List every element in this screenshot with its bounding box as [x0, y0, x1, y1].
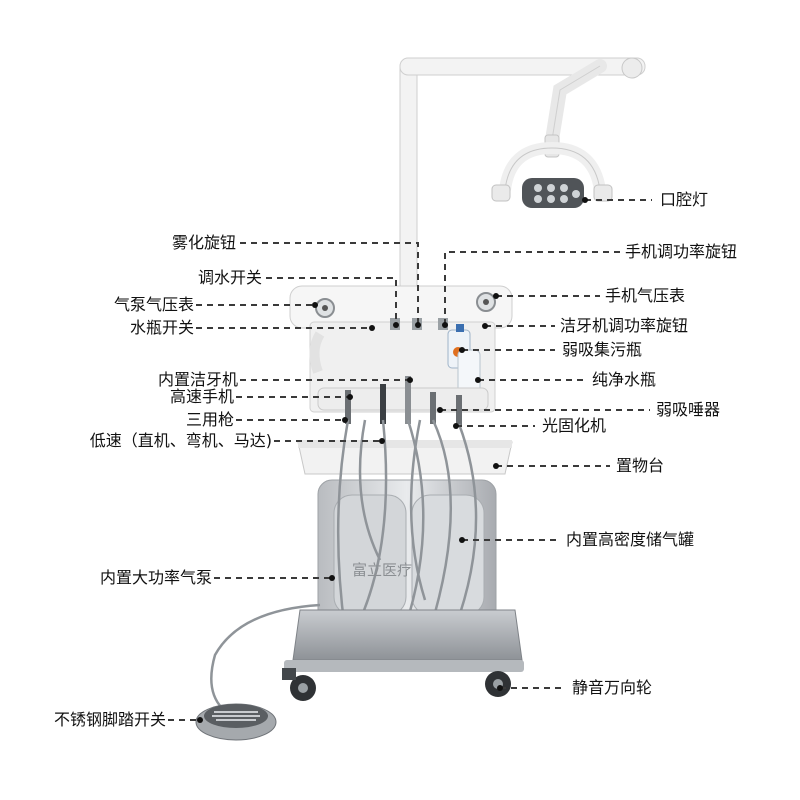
label-pure-water-bottle: 纯净水瓶 — [592, 370, 657, 389]
cabinet — [317, 479, 497, 631]
label-built-in-scaler: 内置洁牙机 — [157, 370, 238, 389]
label-foot-switch: 不锈钢脚踏开关 — [53, 710, 166, 729]
oral-lamp-head — [491, 141, 613, 208]
label-triple-syringe: 三用枪 — [185, 410, 234, 429]
tray — [297, 440, 513, 475]
casters — [282, 668, 511, 701]
label-high-speed-handpiece: 高速手机 — [169, 387, 234, 406]
base — [284, 609, 524, 672]
label-low-speed: 低速（直机、弯机、马达) — [89, 431, 272, 450]
label-water-switch: 调水开关 — [197, 268, 262, 287]
label-saliva-ejector: 弱吸唾器 — [656, 400, 721, 419]
label-bottle-switch: 水瓶开关 — [129, 318, 194, 337]
label-scaler-power-knob: 洁牙机调功率旋钮 — [560, 316, 689, 335]
label-pump-gauge: 气泵气压表 — [113, 295, 194, 314]
foot-switch-illustration — [195, 603, 321, 741]
lamp-arm — [399, 57, 646, 291]
label-casters: 静音万向轮 — [572, 678, 653, 697]
label-air-pump: 内置大功率气泵 — [99, 568, 212, 587]
label-suction-bottle: 弱吸集污瓶 — [562, 340, 643, 359]
handpiece-holder — [317, 376, 489, 425]
label-tray: 置物台 — [616, 456, 665, 475]
leader-dots — [197, 197, 588, 723]
label-oral-lamp: 口腔灯 — [660, 190, 709, 209]
leader-lines — [168, 199, 652, 721]
watermark: 富立医疗 — [352, 561, 413, 579]
label-curing-light: 光固化机 — [542, 416, 607, 435]
label-air-tank: 内置高密度储气罐 — [566, 530, 695, 549]
label-handpiece-gauge: 手机气压表 — [605, 286, 686, 305]
hoses — [336, 419, 478, 631]
label-atomize-knob: 雾化旋钮 — [171, 233, 236, 252]
label-handpiece-power-knob: 手机调功率旋钮 — [625, 242, 738, 261]
